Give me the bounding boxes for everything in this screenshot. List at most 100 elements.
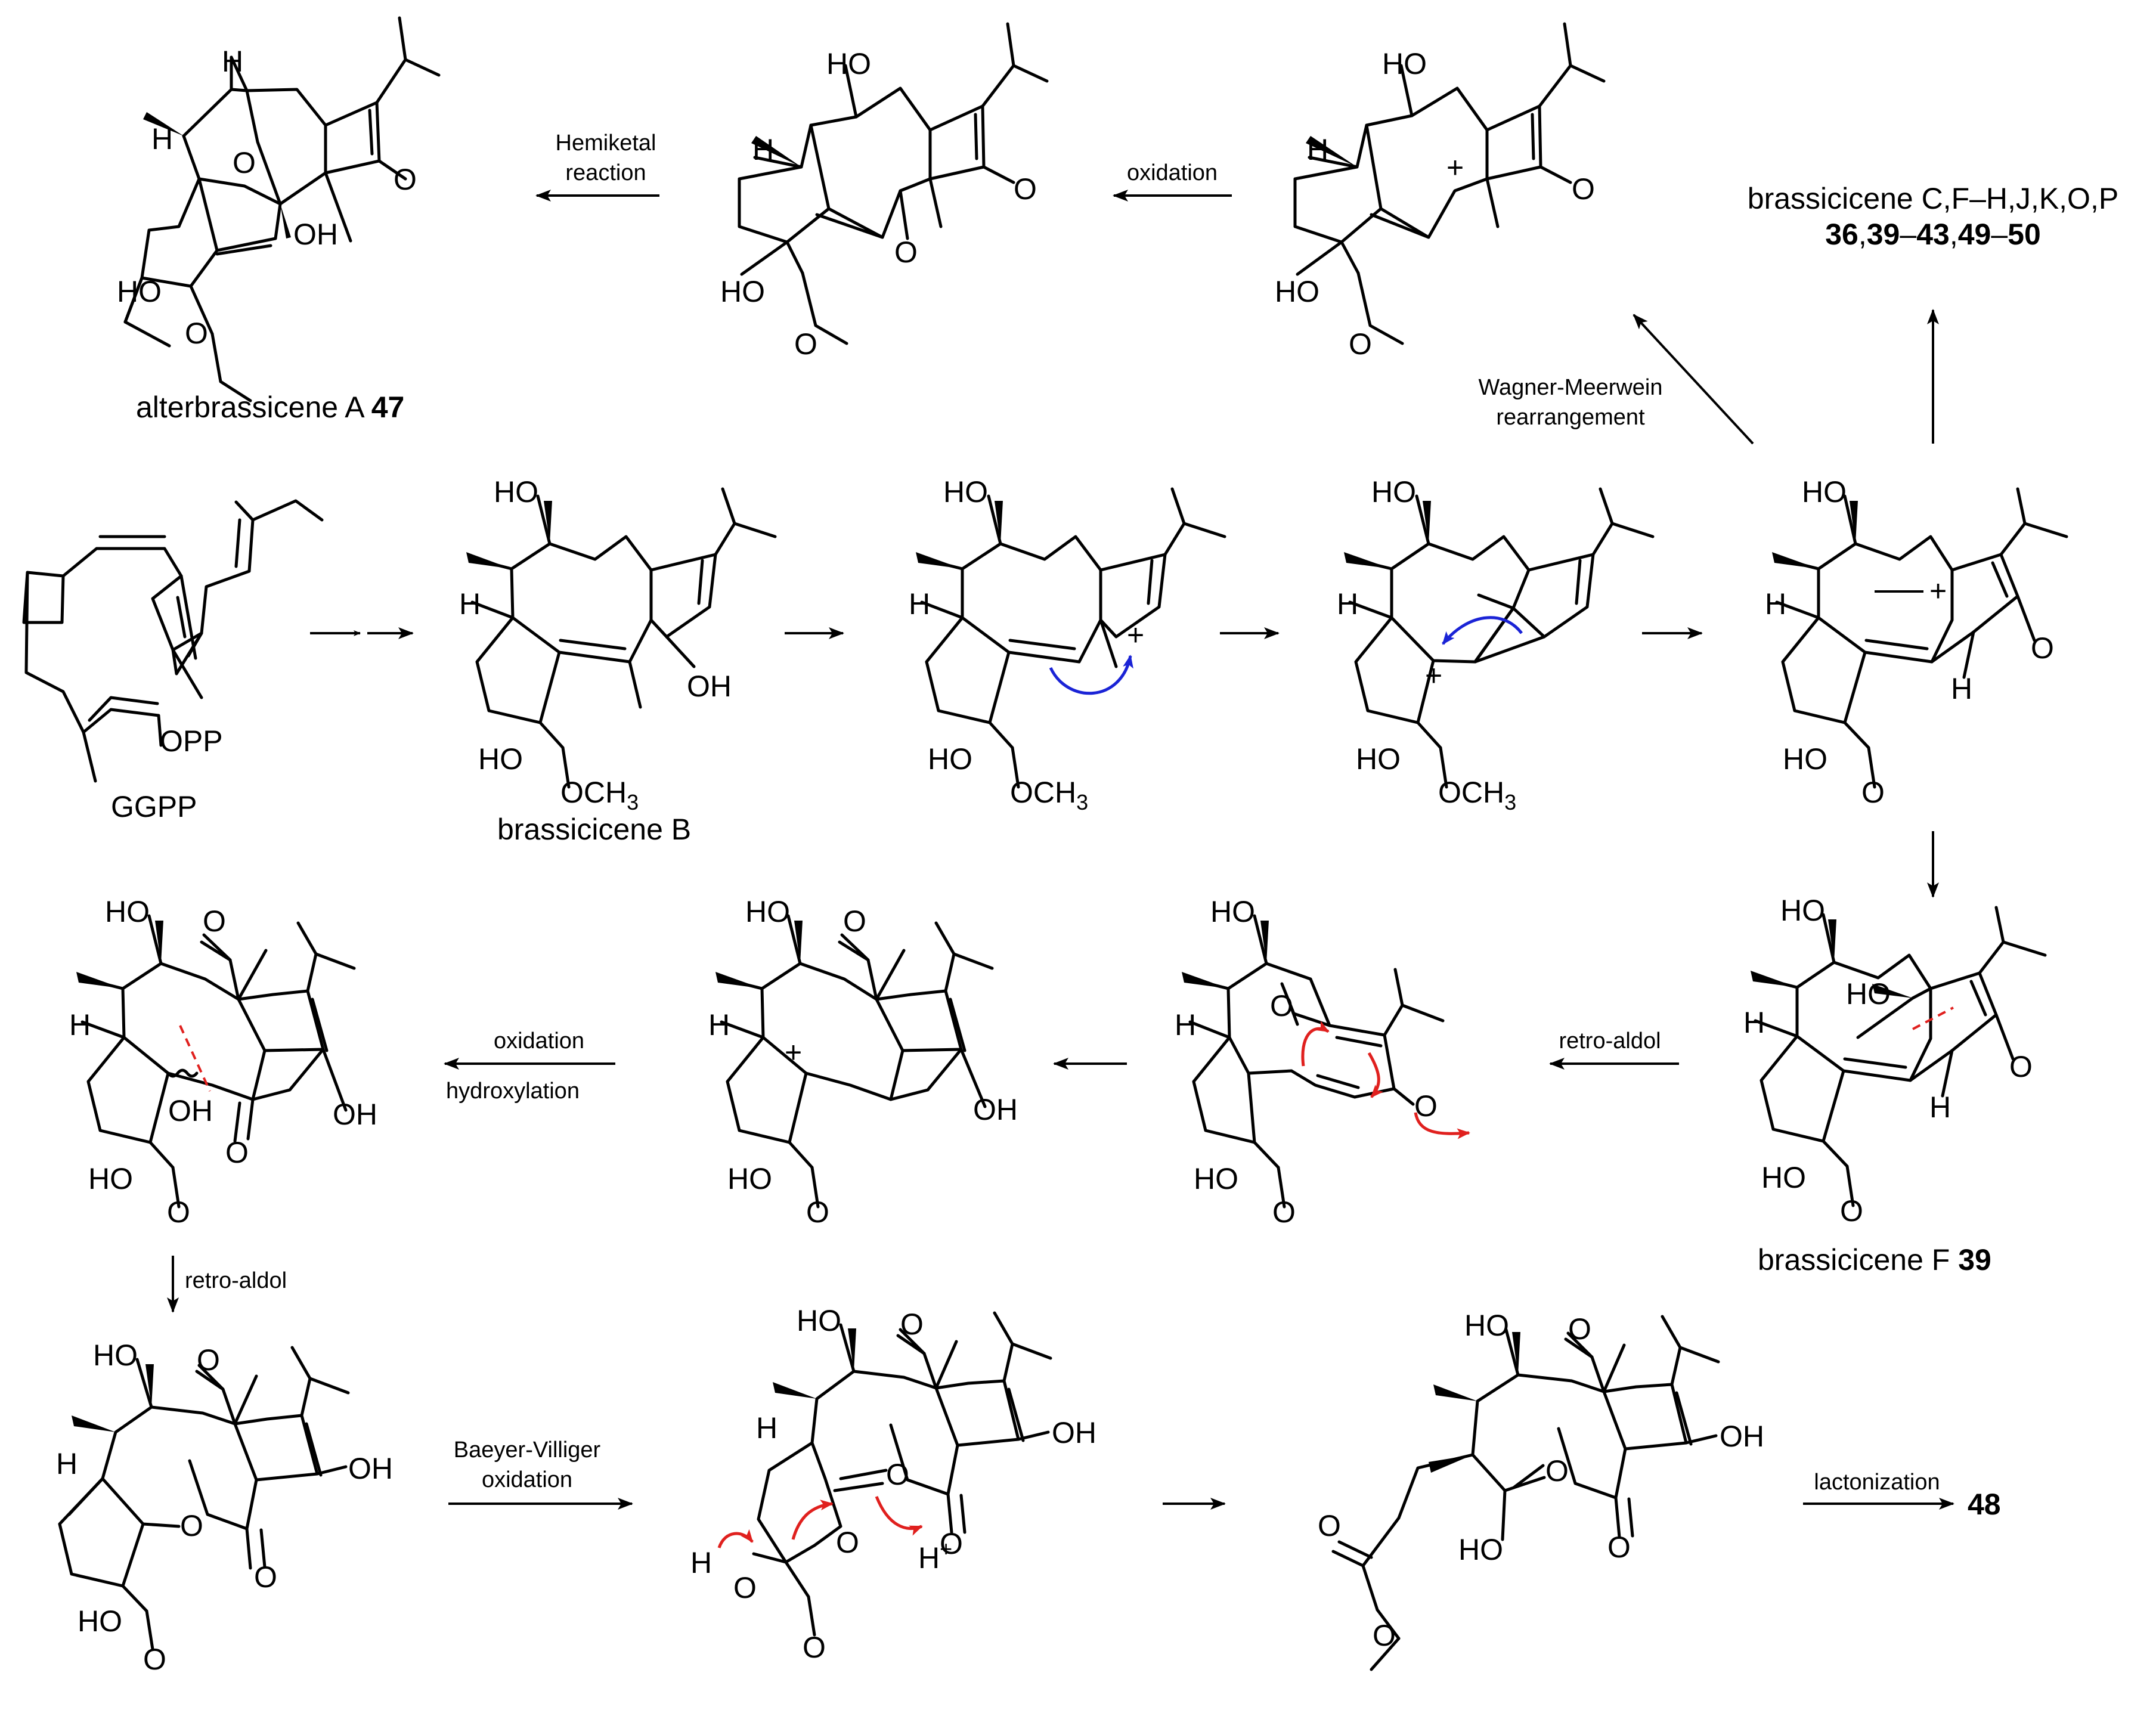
atom-OH: OH bbox=[687, 670, 732, 703]
atom-H-plus: H+ bbox=[918, 1536, 952, 1575]
atom-H: H bbox=[1765, 587, 1786, 621]
atom-HO: HO bbox=[1761, 1161, 1806, 1194]
atom-HO: HO bbox=[1275, 275, 1319, 308]
atom-HO: HO bbox=[105, 895, 150, 928]
atom-HO: HO bbox=[797, 1304, 841, 1337]
atom-H: H bbox=[909, 587, 930, 621]
atom-OCH3: OCH3 bbox=[1438, 776, 1516, 814]
molecule-ketone-cation bbox=[1772, 487, 2068, 789]
label-brassicicene-b: brassicicene B bbox=[497, 813, 691, 846]
atom-O: O bbox=[394, 163, 417, 196]
atom-H: H bbox=[1337, 587, 1358, 621]
cation-plus: + bbox=[1425, 659, 1442, 692]
atom-HO: HO bbox=[88, 1162, 133, 1195]
atom-OH: OH bbox=[168, 1094, 213, 1127]
label-alterbrassicene-a: alterbrassicene A 47 bbox=[136, 391, 404, 424]
atom-O: O bbox=[836, 1526, 859, 1559]
cation-plus: + bbox=[785, 1036, 802, 1069]
atom-O: O bbox=[940, 1527, 963, 1560]
molecule-cleaved-cyclopentanone bbox=[58, 1346, 350, 1651]
atom-O: O bbox=[806, 1195, 829, 1229]
molecule-aldol-cation bbox=[715, 914, 994, 1209]
cation-plus: + bbox=[1127, 618, 1144, 652]
condition-reaction: reaction bbox=[565, 160, 646, 185]
atom-HO: HO bbox=[494, 475, 538, 509]
condition-hemiketal: Hemiketal bbox=[556, 131, 656, 156]
atom-O: O bbox=[1270, 989, 1293, 1023]
atom-HO: HO bbox=[928, 742, 972, 776]
atom-HO: HO bbox=[943, 475, 988, 509]
atom-HO: HO bbox=[1846, 977, 1891, 1011]
atom-HO: HO bbox=[1371, 475, 1416, 509]
condition-rearrangement: rearrangement bbox=[1496, 405, 1645, 430]
label-ggpp: GGPP bbox=[111, 790, 197, 823]
reaction-arrow bbox=[1633, 314, 1754, 445]
label-brassicicene-list-numbers: 36,39–43,49–50 bbox=[1825, 218, 2041, 251]
atom-O: O bbox=[1373, 1619, 1396, 1652]
molecule-seco-acid bbox=[1331, 1315, 1720, 1671]
condition-retro-aldol: retro-aldol bbox=[185, 1268, 287, 1293]
atom-HO: HO bbox=[117, 275, 162, 308]
atom-HO: HO bbox=[1780, 894, 1825, 927]
atom-HO: HO bbox=[1210, 895, 1255, 928]
atom-OH: OH bbox=[348, 1452, 393, 1485]
condition-lactonization: lactonization bbox=[1814, 1470, 1940, 1495]
atom-H: H bbox=[1743, 1006, 1765, 1039]
atom-H: H bbox=[690, 1546, 712, 1579]
atom-OH: OH bbox=[973, 1093, 1018, 1126]
atom-HO: HO bbox=[1464, 1309, 1509, 1342]
atom-HO: HO bbox=[93, 1339, 138, 1372]
label-brassicicene-f: brassicicene F 39 bbox=[1758, 1243, 1991, 1277]
atom-H: H bbox=[69, 1008, 91, 1042]
molecule-alterbrassicene-a bbox=[123, 16, 441, 402]
atom-H: H bbox=[1307, 133, 1328, 166]
atom-HO: HO bbox=[1194, 1162, 1238, 1195]
cation-plus: + bbox=[1929, 574, 1947, 608]
atom-O: O bbox=[886, 1458, 909, 1491]
atom-O: O bbox=[225, 1136, 249, 1169]
atom-O: O bbox=[794, 327, 817, 361]
atom-O: O bbox=[2031, 631, 2054, 665]
atom-O: O bbox=[1607, 1531, 1631, 1564]
atom-O: O bbox=[1840, 1194, 1863, 1228]
atom-HO: HO bbox=[1783, 742, 1827, 776]
atom-H: H bbox=[756, 1411, 777, 1445]
atom-O: O bbox=[843, 904, 866, 938]
atom-O: O bbox=[233, 146, 256, 179]
molecule-diketone-intermediate bbox=[738, 22, 1049, 345]
atom-OPP: OPP bbox=[160, 724, 223, 758]
atom-O: O bbox=[180, 1509, 203, 1542]
molecule-brassicicene-f bbox=[1751, 906, 2047, 1207]
atom-HO: HO bbox=[745, 895, 790, 928]
atom-O: O bbox=[803, 1631, 826, 1664]
atom-H: H bbox=[459, 587, 481, 621]
molecule-cation-2 bbox=[1344, 487, 1655, 789]
condition-hydroxylation: hydroxylation bbox=[446, 1079, 580, 1104]
atom-OCH3: OCH3 bbox=[560, 776, 639, 814]
molecule-cation-1 bbox=[916, 487, 1226, 789]
atom-H: H bbox=[151, 122, 173, 156]
atom-H: H bbox=[1951, 672, 1972, 705]
molecule-lactone-intermediate bbox=[717, 1311, 1052, 1637]
atom-O: O bbox=[2009, 1050, 2033, 1083]
atom-O: O bbox=[167, 1195, 190, 1229]
atom-OH: OH bbox=[1052, 1416, 1096, 1449]
atom-O: O bbox=[900, 1308, 924, 1341]
atom-H: H bbox=[56, 1447, 78, 1480]
molecule-ggpp bbox=[22, 499, 324, 783]
condition-oxidation: oxidation bbox=[1127, 160, 1218, 185]
atom-H: H bbox=[1929, 1091, 1951, 1124]
condition-baeyer-villiger: Baeyer-Villiger bbox=[454, 1438, 601, 1463]
condition-oxidation: oxidation bbox=[482, 1467, 572, 1492]
atom-HO: HO bbox=[78, 1604, 122, 1638]
atom-O: O bbox=[197, 1343, 220, 1377]
atom-H: H bbox=[222, 45, 243, 78]
atom-OH: OH bbox=[1720, 1420, 1764, 1453]
atom-HO: HO bbox=[720, 275, 765, 308]
cation-plus: + bbox=[1446, 151, 1464, 184]
atom-H: H bbox=[752, 133, 774, 166]
atom-HO: HO bbox=[478, 742, 523, 776]
atom-O: O bbox=[1272, 1195, 1296, 1229]
atom-O: O bbox=[733, 1571, 757, 1604]
